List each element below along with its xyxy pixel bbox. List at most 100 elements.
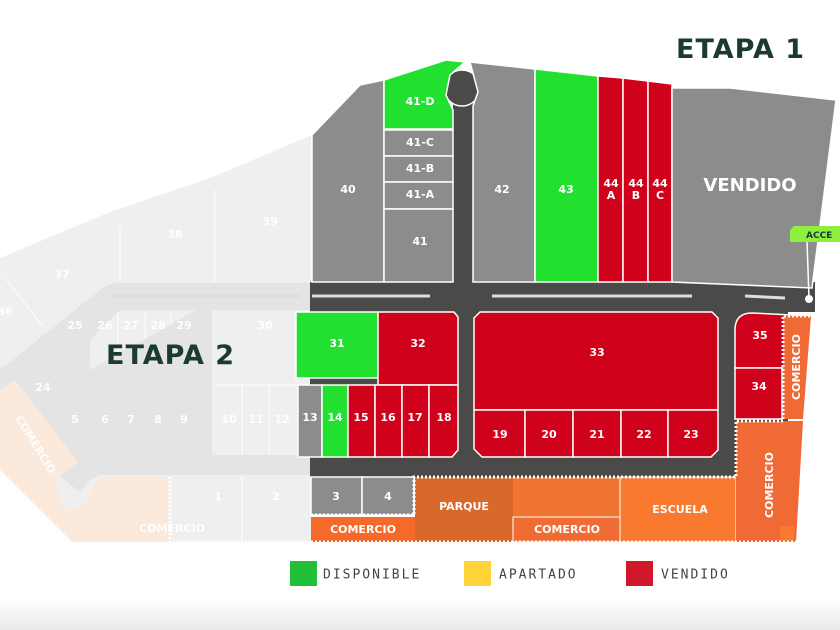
etapa2-lot-24[interactable]: 24	[35, 381, 51, 394]
footer-bar	[0, 600, 840, 630]
svg-text:ACCE: ACCE	[806, 231, 832, 241]
lot-16[interactable]: 16	[374, 384, 403, 458]
svg-text:43: 43	[558, 183, 573, 196]
etapa2-road	[0, 283, 312, 492]
lot-33[interactable]: 33	[473, 311, 719, 411]
lot-19[interactable]: 19	[473, 409, 526, 458]
lot-4[interactable]: 4	[361, 476, 415, 516]
svg-text:15: 15	[353, 411, 368, 424]
comercio-label-4: COMERCIO	[790, 334, 803, 400]
etapa2-lot-36[interactable]: 36	[0, 305, 13, 318]
lot-15[interactable]: 15	[347, 384, 376, 458]
svg-text:33: 33	[589, 346, 604, 359]
etapa2-lot-38[interactable]: 38	[167, 228, 182, 241]
etapa2-lot-8[interactable]: 8	[154, 413, 162, 426]
svg-text:B: B	[632, 189, 640, 202]
etapa2-lot-11[interactable]: 11	[248, 413, 263, 426]
etapa2-lot-28[interactable]: 28	[150, 319, 165, 332]
comercio-strip	[311, 517, 415, 542]
dotted-boundaries	[168, 314, 811, 544]
etapa-1-title: ETAPA 1	[676, 34, 805, 65]
svg-text:19: 19	[492, 428, 507, 441]
comercio-label-bottom-left: COMERCIO	[139, 522, 205, 535]
lot-17[interactable]: 17	[401, 384, 430, 458]
lot-31[interactable]: 31	[295, 311, 379, 379]
lot-13[interactable]: 13	[297, 384, 323, 458]
svg-text:20: 20	[541, 428, 557, 441]
etapa2-lot-25[interactable]: 25	[67, 319, 82, 332]
etapa2-lot-30[interactable]: 30	[257, 319, 273, 332]
etapa2-lot-6[interactable]: 6	[101, 413, 109, 426]
lot-41-A[interactable]: 41-A	[383, 181, 454, 210]
svg-text:18: 18	[436, 411, 451, 424]
comercio-vertical-small[interactable]	[783, 316, 811, 419]
etapa2-lot-2[interactable]: 2	[272, 490, 280, 503]
etapa2-lot-26[interactable]: 26	[97, 319, 113, 332]
etapa2-lot-9[interactable]: 9	[180, 413, 188, 426]
svg-text:VENDIDO: VENDIDO	[661, 568, 730, 583]
svg-text:3: 3	[332, 490, 340, 503]
svg-text:34: 34	[751, 380, 767, 393]
lot-32[interactable]: 32	[377, 311, 459, 386]
lot-41[interactable]: 41	[383, 208, 454, 283]
lot-34[interactable]: 34	[734, 367, 783, 420]
svg-text:22: 22	[636, 428, 651, 441]
svg-text:4: 4	[384, 490, 392, 503]
svg-text:41: 41	[412, 235, 427, 248]
etapa2-lot-5[interactable]: 5	[71, 413, 79, 426]
svg-text:C: C	[656, 189, 664, 202]
lot-41-C[interactable]: 41-C	[383, 129, 454, 157]
svg-text:16: 16	[380, 411, 396, 424]
comercio-vertical[interactable]	[736, 421, 803, 542]
svg-text:44: 44	[603, 177, 619, 190]
etapa-2-title: ETAPA 2	[106, 340, 235, 371]
escuela-label: ESCUELA	[652, 503, 708, 516]
etapa2-lot-39[interactable]: 39	[262, 215, 277, 228]
lot-44-C[interactable]: 44C	[647, 80, 673, 283]
lot-23[interactable]: 23	[667, 409, 719, 458]
lot-21[interactable]: 21	[572, 409, 622, 458]
lot-41-B[interactable]: 41-B	[383, 155, 454, 183]
svg-text:14: 14	[327, 411, 343, 424]
etapa2-lot-29[interactable]: 29	[176, 319, 191, 332]
etapa2-lot-7[interactable]: 7	[127, 413, 135, 426]
etapa2-lot-37[interactable]: 37	[54, 268, 69, 281]
lot-44-B[interactable]: 44B	[622, 77, 649, 283]
lot-40[interactable]: 40	[311, 79, 385, 283]
legend-item-apartado: APARTADO	[464, 561, 578, 586]
svg-text:41-A: 41-A	[406, 188, 435, 201]
etapa2-lot-10[interactable]: 10	[221, 413, 237, 426]
svg-text:35: 35	[752, 329, 767, 342]
parque-label: PARQUE	[439, 500, 489, 513]
lot-14[interactable]: 14	[321, 384, 349, 458]
svg-text:13: 13	[302, 411, 317, 424]
lot-3[interactable]: 3	[310, 476, 363, 516]
comercio-label-3: COMERCIO	[763, 452, 776, 518]
lot-35[interactable]: 35	[734, 312, 793, 369]
legend-item-disponible: DISPONIBLE	[290, 561, 421, 586]
lot-41-D[interactable]: 41-D	[383, 59, 467, 130]
lot-20[interactable]: 20	[524, 409, 574, 458]
etapa2-lot-27[interactable]: 27	[123, 319, 138, 332]
lot-18[interactable]: 18	[428, 384, 459, 458]
escuela-area[interactable]	[619, 476, 737, 543]
lot-43[interactable]: 43	[534, 68, 599, 283]
parque-area[interactable]	[415, 477, 513, 542]
etapa2-lot-12[interactable]: 12	[274, 413, 289, 426]
legend-item-vendido: VENDIDO	[626, 561, 730, 586]
svg-text:APARTADO: APARTADO	[499, 568, 578, 583]
lot-44-A[interactable]: 44A	[597, 75, 624, 283]
svg-text:DISPONIBLE: DISPONIBLE	[323, 568, 421, 583]
comercio-strip-2[interactable]	[512, 516, 621, 543]
svg-text:VENDIDO: VENDIDO	[703, 175, 796, 196]
road-markings	[110, 294, 786, 300]
vendido-block[interactable]: VENDIDO	[671, 87, 837, 289]
comercio-block	[513, 477, 620, 517]
svg-text:41-D: 41-D	[405, 95, 434, 108]
etapa2-lot-1[interactable]: 1	[214, 490, 222, 503]
comercio-etapa2-left	[0, 380, 170, 542]
lot-42[interactable]: 42	[468, 61, 536, 283]
svg-text:23: 23	[683, 428, 698, 441]
svg-text:17: 17	[407, 411, 422, 424]
lot-22[interactable]: 22	[620, 409, 669, 458]
